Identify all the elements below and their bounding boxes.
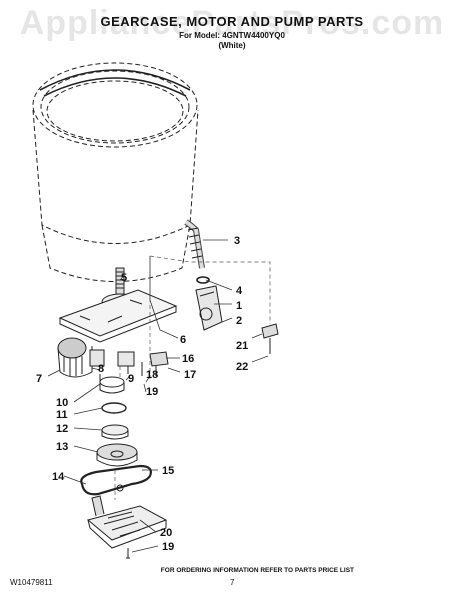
callout-11: 11 [56,409,68,421]
guide-lines [114,255,271,500]
page-number: 7 [230,578,235,587]
callout-21: 21 [236,340,248,352]
tub-rim [39,69,191,97]
callout-19-lower: 19 [162,541,174,553]
motor-tray [86,495,168,559]
callout-13: 13 [56,441,68,453]
tub-outline [32,62,199,282]
callout-1: 1 [236,300,242,312]
callout-4: 4 [236,285,243,297]
callout-22: 22 [236,361,248,373]
callout-5: 5 [121,272,127,284]
color-subtitle: (White) [218,41,246,50]
callout-20: 20 [160,527,172,539]
callout-9: 9 [128,373,134,385]
callout-12: 12 [56,423,68,435]
clutch-stack [96,376,138,467]
callout-8: 8 [98,363,104,375]
callout-7: 7 [36,373,42,385]
pump [195,285,223,331]
watermark: AppliancePartsPros.com [19,4,445,42]
hose-clamp [196,276,210,284]
drain-fitting [261,323,279,354]
callouts: 3 5 4 1 2 6 21 16 22 8 7 18 17 9 19 10 1… [36,235,248,553]
document-number: W10479811 [10,578,53,587]
drain-hose [184,219,205,269]
drive-belt [80,464,152,496]
callout-10: 10 [56,397,68,409]
callout-6: 6 [180,334,186,346]
drive-motor [57,337,105,378]
callout-16: 16 [182,353,194,365]
callout-18: 18 [146,369,158,381]
page-title: GEARCASE, MOTOR AND PUMP PARTS [100,14,364,29]
ordering-note: FOR ORDERING INFORMATION REFER TO PARTS … [160,567,354,574]
callout-17: 17 [184,369,196,381]
callout-19-upper: 19 [146,386,158,398]
gearcase [58,289,178,343]
callout-2: 2 [236,315,242,327]
callout-15: 15 [162,465,174,477]
callout-3: 3 [234,235,240,247]
callout-14: 14 [52,471,65,483]
coupling-parts [99,351,169,388]
model-subtitle: For Model: 4GNTW4400YQ0 [179,31,285,40]
